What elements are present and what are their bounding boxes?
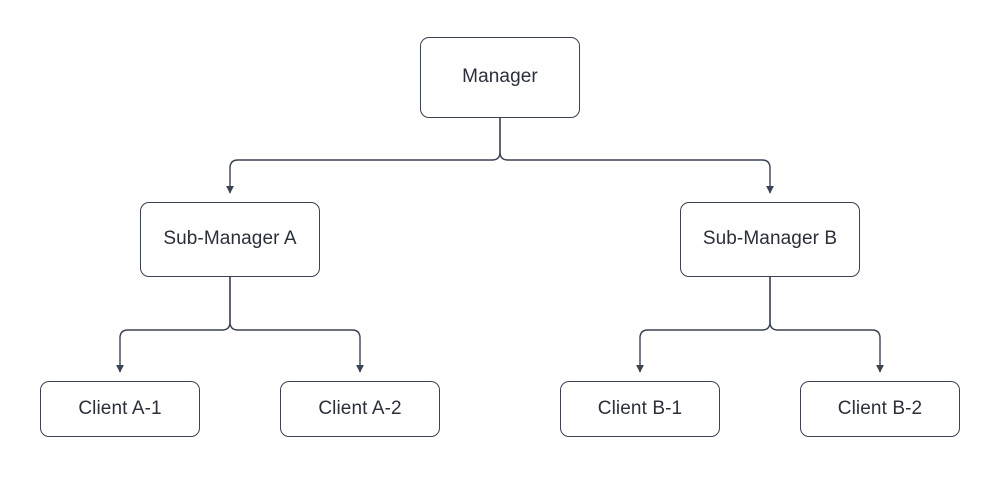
edge-manager-to-sub-manager-a [226,118,501,194]
node-manager-label: Manager [462,66,538,88]
edge-manager-to-sub-manager-b [499,118,774,194]
node-client-a-1[interactable]: Client A-1 [40,381,200,437]
node-sub-manager-b-label: Sub-Manager B [702,228,838,250]
node-client-b-2-label: Client B-2 [837,397,923,419]
edge-sub-manager-b-to-client-b-1 [636,277,771,373]
node-sub-manager-a[interactable]: Sub-Manager A [140,202,320,277]
node-manager[interactable]: Manager [420,37,580,118]
node-client-a-1-label: Client A-1 [78,397,162,419]
node-client-a-2[interactable]: Client A-2 [280,381,440,437]
node-sub-manager-a-label: Sub-Manager A [163,228,297,250]
node-client-b-1[interactable]: Client B-1 [560,381,720,437]
node-sub-manager-b[interactable]: Sub-Manager B [680,202,860,277]
edge-sub-manager-a-to-client-a-2 [229,277,364,373]
edge-sub-manager-a-to-client-a-1 [116,277,231,373]
node-client-b-2[interactable]: Client B-2 [800,381,960,437]
node-client-b-1-label: Client B-1 [597,397,683,419]
node-client-a-2-label: Client A-2 [318,397,402,419]
edge-sub-manager-b-to-client-b-2 [769,277,884,373]
